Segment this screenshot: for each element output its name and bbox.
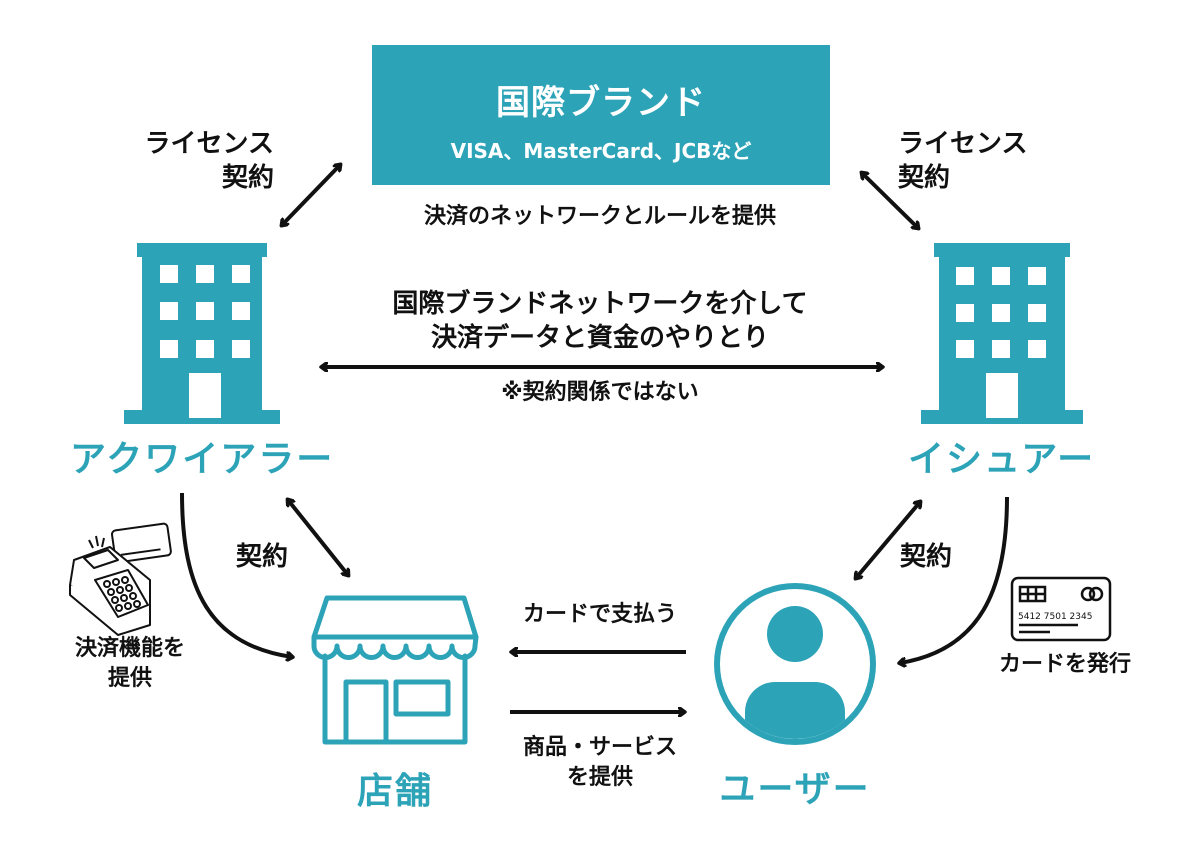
payment-terminal-icon	[69, 522, 172, 636]
international-brand-box: 国際ブランド VISA、MasterCard、JCBなど	[372, 45, 830, 185]
network-exchange-line2: 決済データと資金のやりとり	[430, 323, 769, 353]
license-right-label: ライセンス 契約	[898, 127, 1068, 195]
brand-provides-text: 決済のネットワークとルールを提供	[423, 204, 776, 229]
license-left-line2: 契約	[221, 163, 274, 193]
user-avatar-icon	[714, 583, 876, 745]
issuer-to-user-curve	[900, 496, 1009, 663]
not-contract-note: ※契約関係ではない	[501, 380, 699, 405]
terminal-caption: 決済機能を 提供	[50, 634, 210, 694]
license-right-line2: 契約	[898, 163, 951, 193]
store-label: 店舗	[356, 771, 433, 812]
storefront-icon	[311, 595, 479, 745]
contract-left-label: 契約	[236, 542, 289, 572]
brand-subtitle: VISA、MasterCard、JCBなど	[450, 139, 752, 163]
license-left-label: ライセンス 契約	[134, 127, 274, 195]
contract-arrow-right	[856, 502, 920, 578]
provide-goods-line1: 商品・サービス	[522, 735, 677, 760]
license-right-line1: ライセンス	[898, 129, 1028, 159]
pay-by-card-text: カードで支払う	[522, 602, 677, 627]
card-caption: カードを発行	[998, 652, 1131, 677]
license-arrow-left	[282, 165, 340, 225]
terminal-caption-line1: 決済機能を	[74, 636, 185, 661]
license-left-line1: ライセンス	[144, 129, 274, 159]
contract-right-label: 契約	[900, 542, 953, 572]
issuer-label: イシュアー	[908, 439, 1096, 480]
credit-card-icon	[1010, 576, 1112, 642]
network-exchange-line1: 国際ブランドネットワークを介して	[392, 289, 808, 319]
contract-arrow-left	[288, 500, 348, 575]
brand-title: 国際ブランド	[496, 83, 706, 123]
provide-goods-text: 商品・サービス を提供	[490, 733, 710, 793]
license-arrow-right	[862, 173, 918, 228]
card-number: 5412 7501 2345	[1018, 612, 1092, 622]
acquirer-label: アクワイアラー	[70, 439, 335, 480]
acquirer-to-store-curve	[180, 492, 292, 657]
user-label: ユーザー	[719, 769, 871, 810]
network-exchange-text: 国際ブランドネットワークを介して 決済データと資金のやりとり	[320, 287, 880, 355]
terminal-caption-line2: 提供	[107, 666, 152, 691]
provide-goods-line2: を提供	[566, 765, 633, 790]
